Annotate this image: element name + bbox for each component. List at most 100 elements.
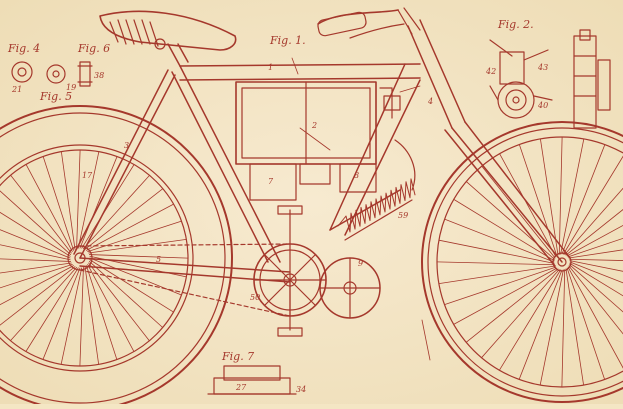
spoke [77,151,100,249]
numeral-crank: 50 [250,293,260,302]
fig5-label: Fig. 5 [39,90,72,103]
spoke [0,211,71,257]
spoke [444,266,557,306]
numeral-tank: 2 [311,121,317,130]
spoke [42,267,81,360]
numeral-fig7-center: 27 [235,383,247,392]
fig2-label: Fig. 2. [497,18,534,31]
spoke [0,258,72,262]
numeral-fig5: 19 [66,83,76,92]
numeral-chain-left: 5 [156,255,161,264]
spoke [88,254,189,259]
spoke [565,268,584,386]
fig5-detail [46,64,66,84]
front-wheel [421,121,623,403]
spoke [564,187,623,255]
spoke [560,138,585,255]
fig6-label: Fig. 6 [77,42,110,55]
spoke [0,244,71,261]
spoke [567,237,623,258]
numeral-front-stay: 4 [427,97,433,106]
numeral-fig2-c: 40 [537,101,548,110]
spoke [569,260,623,272]
spoke [569,261,623,284]
spoke [88,238,187,254]
spoke [25,267,79,352]
spoke [0,190,72,255]
spoke [60,151,76,250]
numeral-lower-stay: 9 [358,259,363,268]
spoke [0,229,71,259]
spoke [569,262,623,297]
fig2-detail [489,39,553,119]
spoke [518,144,558,257]
spoke [0,262,72,274]
spoke [561,269,566,388]
spoke [566,224,623,257]
numeral-fig2-a: 42 [485,67,496,76]
spoke [60,267,83,365]
fig4-label: Fig. 4 [7,42,40,55]
spoke [0,264,73,289]
spoke [568,249,623,259]
numeral-chain-box: 7 [268,177,274,186]
spoke [565,209,623,256]
fig7-detail [207,365,297,395]
spoke [86,265,118,360]
spoke [499,153,557,258]
motor-spring-assembly [329,139,416,241]
spoke [25,164,73,252]
spoke [76,149,81,250]
spoke [562,155,623,255]
spoke [444,218,555,263]
spoke [87,220,182,252]
spoke [84,266,100,365]
spoke [88,262,150,342]
drive-chain [79,243,291,317]
numeral-fig4: 21 [11,85,22,94]
fig3-vertical-detail [573,29,611,129]
spoke [0,266,76,326]
spoke [10,174,72,254]
fuel-tank [235,81,401,201]
spoke [0,265,74,306]
spoke [453,198,555,262]
spoke [569,264,623,313]
spoke [10,266,77,342]
spoke [465,268,559,343]
motor-pulley [319,257,381,319]
fig6-detail [77,61,93,87]
spoke [569,258,623,261]
fig4-detail [11,61,33,83]
spoke [42,156,74,251]
numeral-motor: 8 [354,171,359,180]
spoke [498,269,562,371]
spoke [438,265,556,284]
handlebar [317,7,421,39]
spoke [86,203,174,251]
spoke [481,165,556,259]
numeral-rear-wheel: 3 [124,141,129,150]
spoke [438,239,555,264]
spoke [481,269,560,359]
spoke [84,188,164,250]
numeral-fig2-b: 43 [537,63,548,72]
spoke [566,267,606,380]
spoke [567,266,623,369]
fig1-label: Fig. 1. [269,34,306,47]
numeral-spring-stack: 59 [398,211,408,220]
bicycle-frame [73,19,571,283]
numeral-rear-hub: 17 [82,171,93,180]
spoke [540,138,559,256]
saddle [99,10,237,51]
spoke [79,266,84,367]
spoke [436,261,555,266]
spoke [539,269,564,386]
fig7-label: Fig. 7 [221,350,254,363]
spoke [79,156,118,249]
spoke [87,264,135,352]
numeral-fig7-right: 34 [296,385,306,394]
